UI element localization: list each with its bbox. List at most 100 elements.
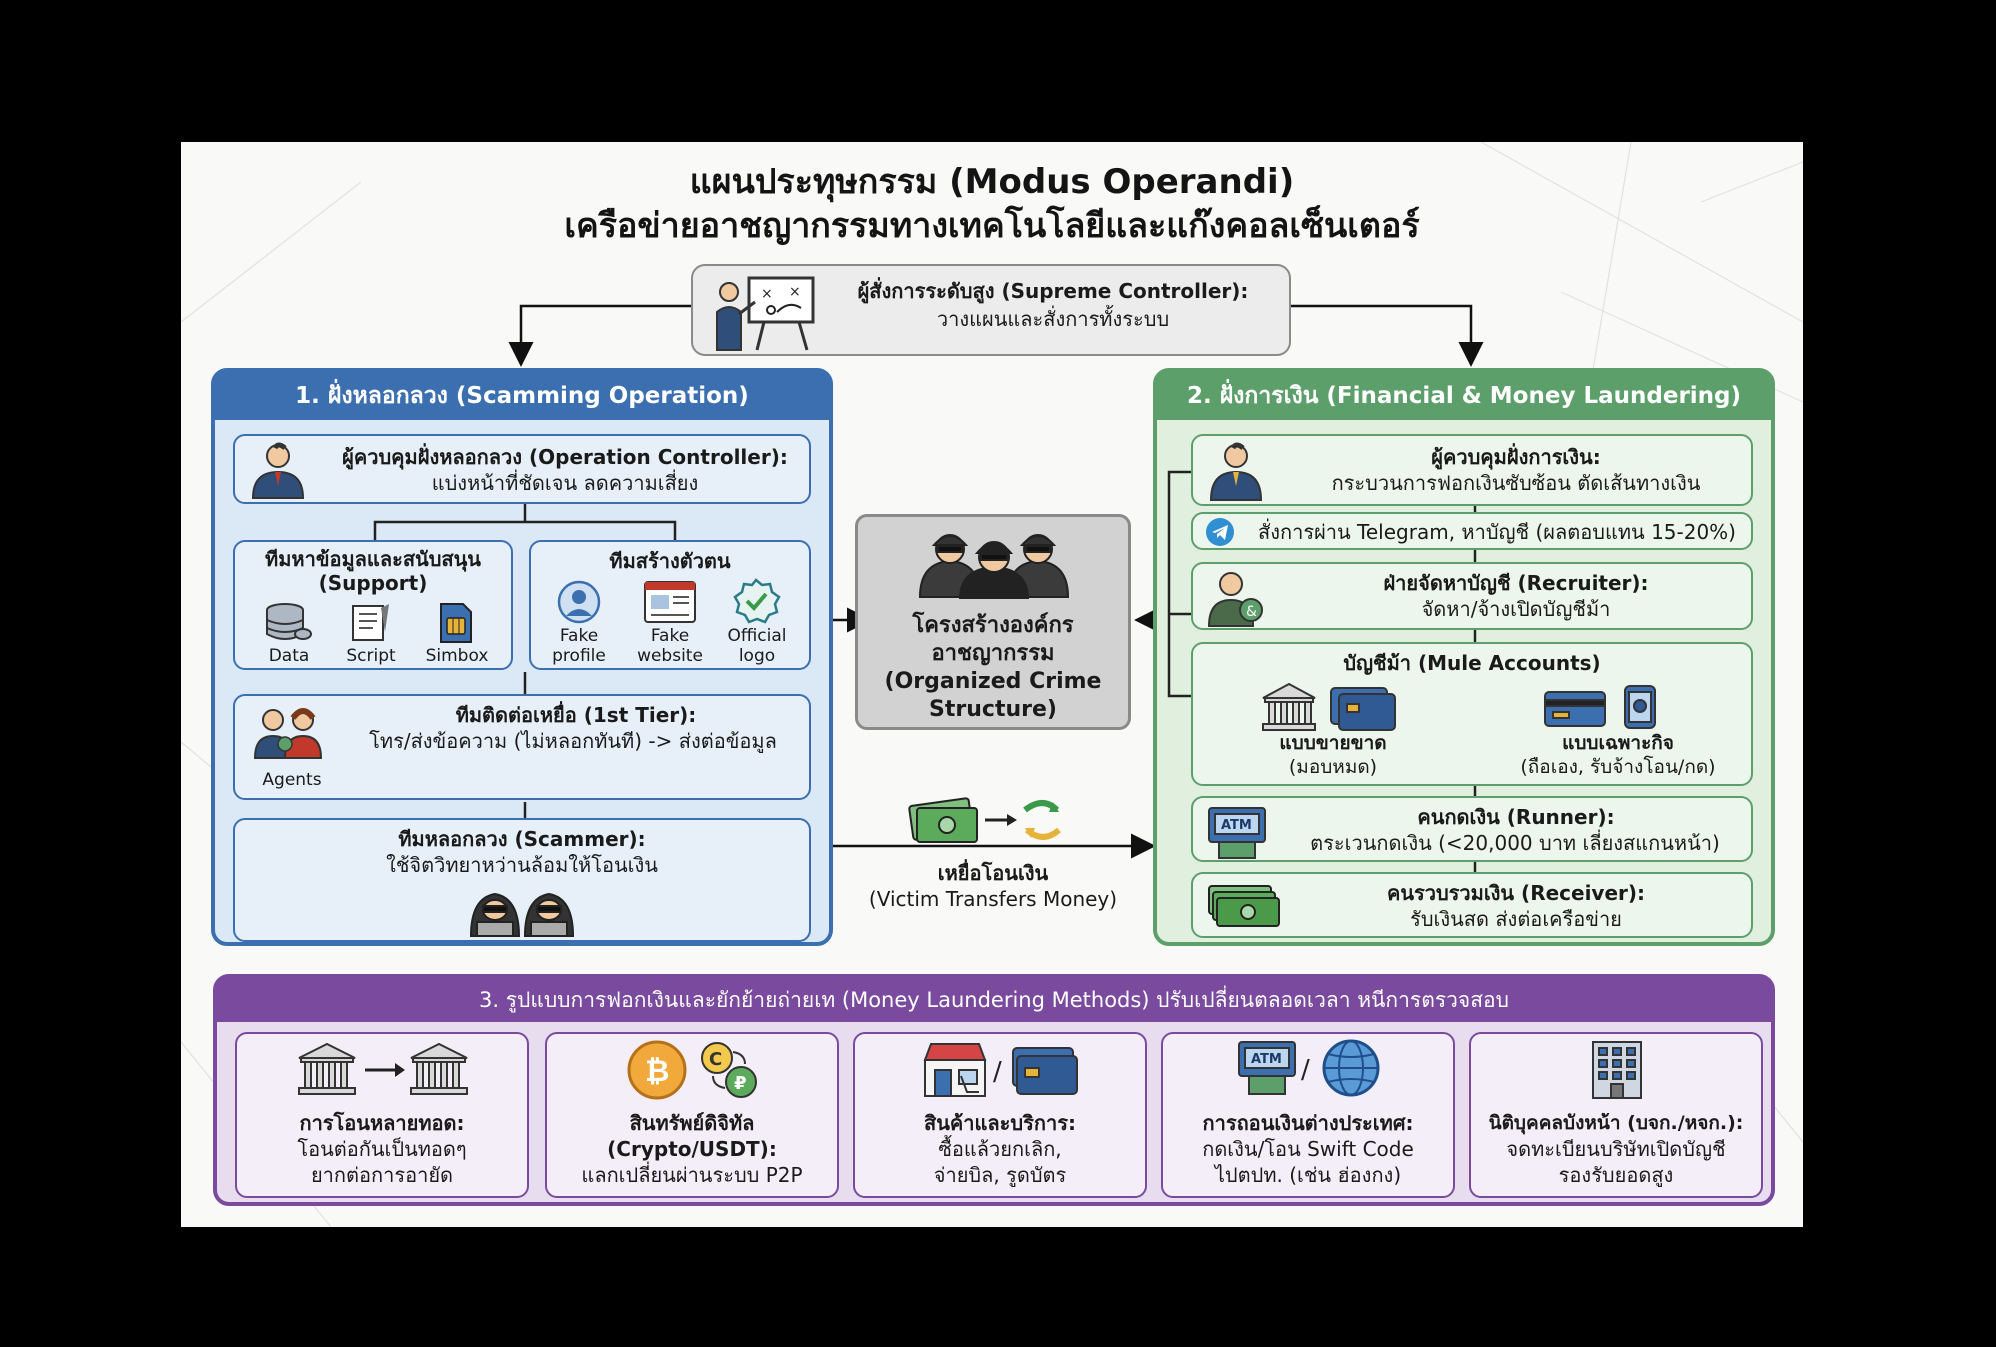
center-line1: โครงสร้างองค์กร: [912, 613, 1074, 638]
atm-and-globe-icon: ATM /: [1235, 1038, 1385, 1100]
support-team-subtitle: (Support): [318, 571, 428, 595]
contact-team-desc: โทร/ส่งข้อความ (ไม่หลอกทันที) -> ส่งต่อข…: [369, 729, 777, 753]
svg-text:/: /: [1301, 1055, 1310, 1085]
fake-website-icon: [643, 580, 697, 624]
telegram-icon: [1205, 517, 1235, 547]
contact-team-box: Agents ทีมติดต่อเหยื่อ (1st Tier): โทร/ส…: [233, 694, 811, 800]
mule-left-desc: (มอบหมด): [1288, 756, 1378, 778]
simbox-icon: [433, 602, 477, 644]
supreme-controller-title: ผู้สั่งการระดับสูง (Supreme Controller):: [857, 279, 1249, 303]
criminal-group-icon: [914, 527, 1074, 599]
money-laundering-methods-panel: 3. รูปแบบการฟอกเงินและยักย้ายถ่ายเท (Mon…: [213, 974, 1775, 1206]
financial-controller-title: ผู้ควบคุมฝั่งการเงิน:: [1431, 445, 1601, 469]
method-2-title: สินทรัพย์ดิจิทัล: [629, 1111, 755, 1135]
recruiter-icon: &: [1205, 566, 1269, 628]
script-document-icon: [345, 602, 395, 644]
businessman-icon: [247, 438, 309, 500]
method-2-title2: (Crypto/USDT):: [607, 1137, 777, 1161]
atm-machine-icon: ATM: [1205, 804, 1269, 860]
support-team-title: ทีมหาข้อมูลและสนับสนุน: [265, 547, 481, 571]
method-4-line2: ไปตปท. (เช่น ฮ่องกง): [1214, 1163, 1402, 1187]
financial-laundering-panel: 2. ฝั่งการเงิน (Financial & Money Launde…: [1153, 368, 1775, 946]
diagram-canvas: แผนประทุษกรรม (Modus Operandi) เครือข่าย…: [181, 142, 1803, 1227]
method-2-line1: แลกเปลี่ยนผ่านระบบ P2P: [581, 1163, 803, 1187]
svg-text:/: /: [993, 1057, 1002, 1087]
methods-header-text: 3. รูปแบบการฟอกเงินและยักย้ายถ่ายเท (Mon…: [479, 987, 1509, 1012]
contact-team-title: ทีมติดต่อเหยื่อ (1st Tier):: [455, 703, 697, 727]
scamming-operation-panel: 1. ฝั่งหลอกลวง (Scamming Operation) ผู้ค…: [211, 368, 833, 946]
svg-text:×: ×: [761, 286, 773, 302]
recruiter-box: & ฝ่ายจัดหาบัญชี (Recruiter): จัดหา/จ้าง…: [1191, 562, 1753, 630]
method-crypto-box: ₿C₽ สินทรัพย์ดิจิทัล (Crypto/USDT): แลกเ…: [545, 1032, 839, 1198]
bank-and-card-icon: [1259, 682, 1409, 732]
method-5-line2: รองรับยอดสูง: [1558, 1163, 1674, 1187]
victim-transfer-title: เหยื่อโอนเงิน: [937, 861, 1049, 885]
card-and-phone-icon: [1541, 684, 1661, 730]
method-4-line1: กดเงิน/โอน Swift Code: [1202, 1137, 1414, 1161]
cash-transfer-icon: [907, 790, 1067, 846]
mule-right-title: แบบเฉพาะกิจ: [1562, 732, 1674, 754]
receiver-title: คนรวบรวมเงิน (Receiver):: [1386, 881, 1646, 905]
cash-stack-icon: [1205, 882, 1281, 930]
identity-item-fake-profile: Fake profile: [552, 626, 606, 666]
diagram-title-line1: แผนประทุษกรรม (Modus Operandi): [689, 162, 1295, 202]
scammer-team-title: ทีมหลอกลวง (Scammer):: [398, 827, 646, 851]
hooded-scammers-icon: [467, 880, 577, 938]
recruiter-desc: จัดหา/จ้างเปิดบัญชีม้า: [1421, 597, 1611, 621]
financial-laundering-header: 2. ฝั่งการเงิน (Financial & Money Launde…: [1157, 372, 1771, 420]
svg-text:&: &: [1246, 604, 1257, 620]
atm-icon-label: ATM: [1221, 818, 1252, 833]
support-item-simbox: Simbox: [425, 646, 489, 666]
runner-desc: ตระเวนกดเงิน (<20,000 บาท เลี่ยงสแกนหน้า…: [1310, 831, 1720, 855]
method-4-title: การถอนเงินต่างประเทศ:: [1202, 1111, 1414, 1135]
method-5-title: นิติบุคคลบังหน้า (บจก./หจก.):: [1488, 1112, 1744, 1134]
organized-crime-structure-box: โครงสร้างองค์กร อาชญากรรม (Organized Cri…: [855, 514, 1131, 730]
identity-team-box: ทีมสร้างตัวตน Fake profile Fake website …: [529, 540, 811, 670]
method-1-title: การโอนหลายทอด:: [299, 1111, 465, 1135]
runner-box: ATM คนกดเงิน (Runner): ตระเวนกดเงิน (<20…: [1191, 796, 1753, 862]
telegram-command-box: สั่งการผ่าน Telegram, หาบัญชี (ผลตอบแทน …: [1191, 512, 1753, 550]
recruiter-title: ฝ่ายจัดหาบัญชี (Recruiter):: [1383, 571, 1649, 595]
bank-to-bank-icon: [295, 1040, 475, 1100]
identity-item-fake-website: Fake website: [637, 626, 703, 666]
financial-controller-box: ผู้ควบคุมฝั่งการเงิน: กระบวนการฟอกเงินซั…: [1191, 434, 1753, 506]
method-3-line1: ซื้อแล้วยกเลิก,: [938, 1137, 1062, 1161]
office-building-icon: [1585, 1038, 1649, 1100]
method-foreign-withdrawal-box: ATM / การถอนเงินต่างประเทศ: กดเงิน/โอน Sw…: [1161, 1032, 1455, 1198]
receiver-box: คนรวบรวมเงิน (Receiver): รับเงินสด ส่งต่…: [1191, 872, 1753, 938]
support-item-data: Data: [268, 646, 310, 666]
database-icon: [263, 602, 313, 644]
supreme-controller-box: × × ผู้สั่งการระดับสูง (Supreme Controll…: [691, 264, 1291, 356]
method-shell-company-box: นิติบุคคลบังหน้า (บจก./หจก.): จดทะเบียนบ…: [1469, 1032, 1763, 1198]
method-multi-transfer-box: การโอนหลายทอด: โอนต่อกันเป็นทอดๆ ยากต่อก…: [235, 1032, 529, 1198]
svg-text:₿: ₿: [645, 1054, 669, 1089]
scammer-team-box: ทีมหลอกลวง (Scammer): ใช้จิตวิทยาหว่านล้…: [233, 818, 811, 942]
method-goods-services-box: / สินค้าและบริการ: ซื้อแล้วยกเลิก, จ่ายบ…: [853, 1032, 1147, 1198]
methods-header: 3. รูปแบบการฟอกเงินและยักย้ายถ่ายเท (Mon…: [217, 978, 1771, 1022]
runner-title: คนกดเงิน (Runner):: [1417, 805, 1615, 829]
mule-left-title: แบบขายขาด: [1279, 732, 1387, 754]
identity-item-official-logo: Official logo: [727, 626, 787, 666]
fake-profile-icon: [555, 580, 603, 624]
method-1-line2: ยากต่อการอายัด: [310, 1163, 454, 1187]
identity-team-title: ทีมสร้างตัวตน: [609, 549, 731, 573]
atm-icon-label-2: ATM: [1251, 1052, 1282, 1067]
financial-controller-desc: กระบวนการฟอกเงินซับซ้อน ตัดเส้นทางเงิน: [1331, 471, 1701, 495]
svg-text:×: ×: [789, 284, 801, 300]
scamming-operation-header: 1. ฝั่งหลอกลวง (Scamming Operation): [215, 372, 829, 420]
supreme-controller-desc: วางแผนและสั่งการทั้งระบบ: [936, 307, 1170, 331]
method-5-line1: จดทะเบียนบริษัทเปิดบัญชี: [1506, 1137, 1726, 1161]
telegram-command-text: สั่งการผ่าน Telegram, หาบัญชี (ผลตอบแทน …: [1258, 520, 1736, 544]
receiver-desc: รับเงินสด ส่งต่อเครือข่าย: [1410, 907, 1622, 931]
center-line3: (Organized Crime: [884, 669, 1102, 694]
support-team-box: ทีมหาข้อมูลและสนับสนุน (Support) Data Sc…: [233, 540, 513, 670]
crypto-coins-icon: ₿C₽: [625, 1038, 765, 1102]
method-3-title: สินค้าและบริการ:: [924, 1111, 1076, 1135]
shop-and-card-icon: /: [921, 1040, 1081, 1100]
operation-controller-title: ผู้ควบคุมฝั่งหลอกลวง (Operation Controll…: [342, 445, 788, 469]
official-logo-badge-icon: [731, 578, 781, 624]
mule-accounts-box: บัญชีม้า (Mule Accounts) แบบขายขาด (มอบห…: [1191, 642, 1753, 786]
presenter-board-icon: × ×: [709, 272, 821, 352]
agents-label: Agents: [262, 770, 322, 790]
mule-accounts-title: บัญชีม้า (Mule Accounts): [1343, 651, 1601, 675]
